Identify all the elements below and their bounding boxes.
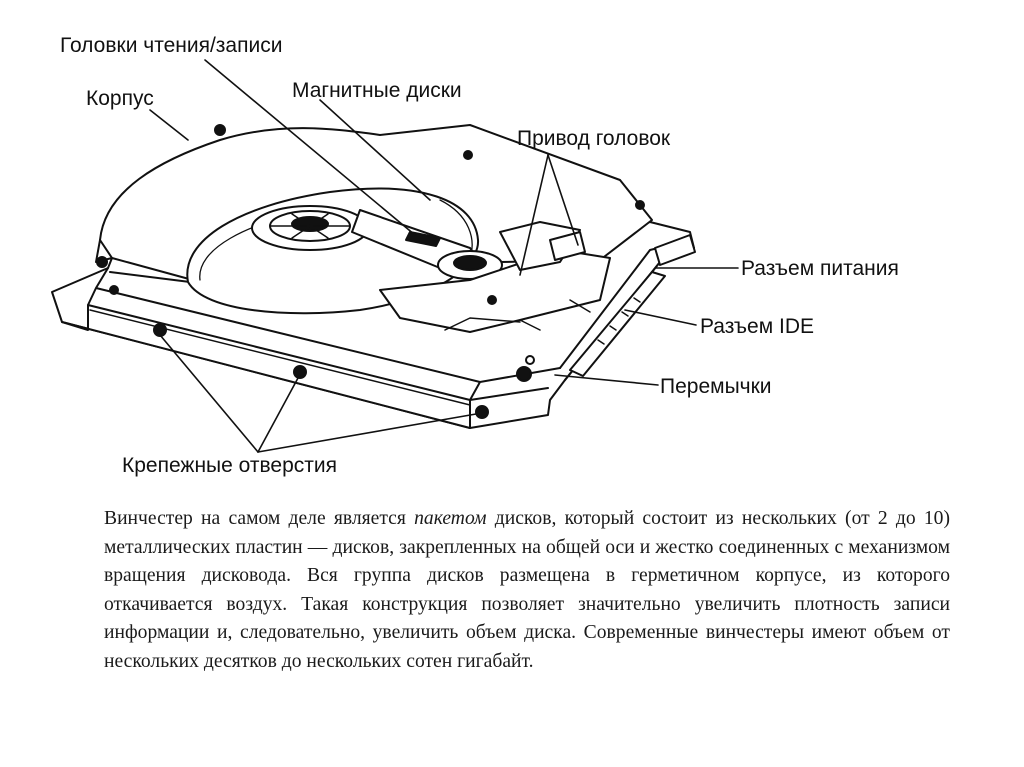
- description-paragraph: Винчестер на самом деле является пакетом…: [104, 505, 950, 677]
- leader-ide: [624, 309, 697, 326]
- leader-case: [149, 109, 189, 141]
- screw: [96, 256, 108, 268]
- label-power: Разъем питания: [741, 257, 899, 280]
- actuator-lines: [444, 299, 591, 331]
- spindle-center: [291, 216, 329, 232]
- actuator-pivot-inner: [453, 255, 487, 271]
- label-jumpers: Перемычки: [660, 375, 772, 398]
- mounting-hole: [525, 355, 535, 365]
- label-platters: Магнитные диски: [292, 79, 462, 102]
- spindle-spokes: [269, 213, 351, 239]
- label-heads: Головки чтения/записи: [60, 34, 283, 57]
- screw: [487, 295, 497, 305]
- chassis-rail-lines: [87, 267, 561, 401]
- connector-teeth: [597, 297, 641, 345]
- leader-jumpers: [554, 374, 659, 386]
- leader-mounting-2: [257, 377, 299, 453]
- mounting-hole: [293, 365, 307, 379]
- caption-part1: Винчестер на самом деле является: [104, 508, 406, 529]
- power-connector: [654, 234, 696, 266]
- screw: [109, 285, 119, 295]
- mounting-hole: [516, 366, 532, 382]
- screw: [635, 200, 645, 210]
- caption-part2: дисков, который состоит из нескольких (о…: [104, 508, 950, 672]
- actuator-body: [379, 249, 611, 333]
- leader-mounting-1: [159, 334, 259, 453]
- label-actuator: Привод головок: [517, 127, 671, 150]
- mount-rail: [89, 309, 471, 406]
- screw: [463, 150, 473, 160]
- leader-mounting-3: [257, 413, 477, 453]
- chassis-front-face: [61, 304, 471, 429]
- leader-actuator-1: [519, 154, 549, 276]
- screw: [214, 124, 226, 136]
- label-mounting: Крепежные отверстия: [122, 454, 337, 477]
- leader-platters: [319, 99, 431, 201]
- label-case: Корпус: [86, 87, 154, 110]
- label-ide: Разъем IDE: [700, 315, 815, 338]
- mounting-hole: [475, 405, 489, 419]
- leader-actuator-2: [547, 154, 579, 246]
- leader-heads: [204, 59, 416, 236]
- connector-strip-ide: [569, 271, 666, 377]
- caption-emphasis: пакетом: [414, 508, 487, 529]
